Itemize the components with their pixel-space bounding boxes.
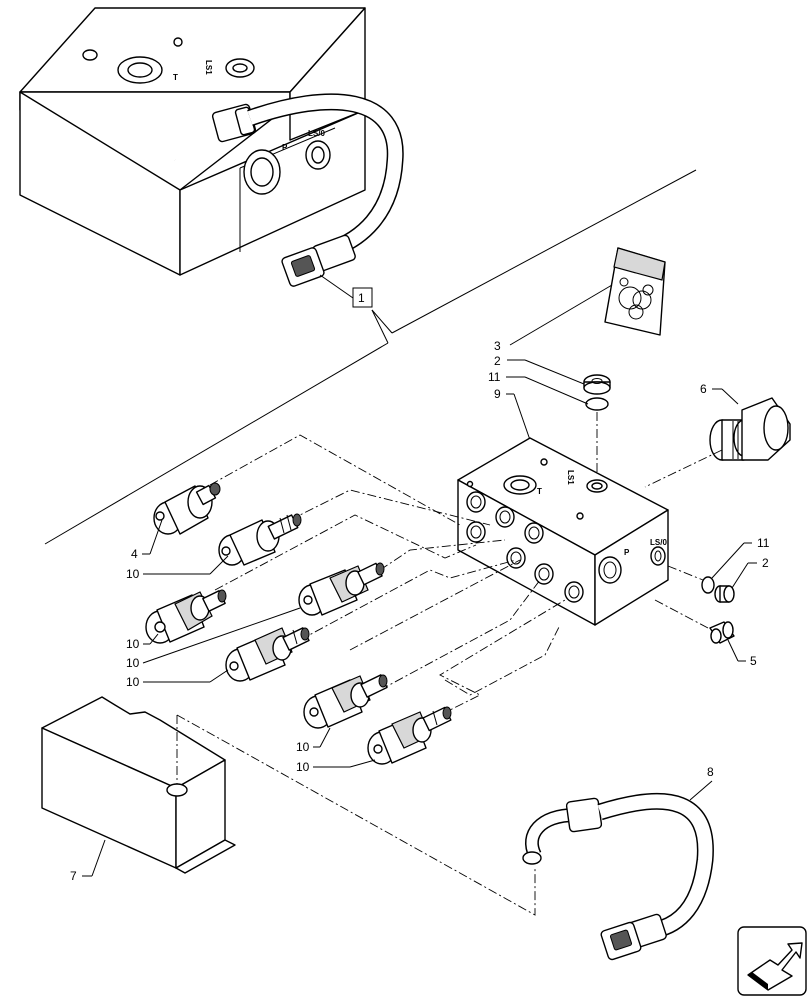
solenoid-valve-10d	[225, 627, 310, 682]
tank-port-ls1-label: LS1	[204, 60, 213, 75]
solenoid-valve-10a	[218, 513, 302, 566]
lower-hose	[522, 792, 714, 961]
tank-port-ls0-label: LS/0	[308, 129, 325, 138]
plug-side	[714, 585, 735, 603]
callout-10b[interactable]: 10	[126, 637, 140, 651]
callout-10f[interactable]: 10	[296, 760, 310, 774]
svg-text:1: 1	[358, 291, 365, 305]
callout-9[interactable]: 9	[494, 387, 501, 401]
next-page-arrow-icon[interactable]	[737, 926, 807, 996]
solenoid-valve-4	[153, 482, 221, 535]
seal-kit-bag	[604, 247, 666, 336]
upper-valve-body: T LS1 P LS/0	[19, 7, 366, 276]
cover	[41, 696, 236, 874]
main-valve-block: T LS1 P LS/0	[457, 437, 669, 626]
callout-2-side[interactable]: 2	[762, 556, 769, 570]
callout-4[interactable]: 4	[131, 547, 138, 561]
o-ring-top	[585, 397, 609, 411]
separator-line-lower	[44, 342, 389, 545]
callout-8[interactable]: 8	[707, 765, 714, 779]
callout-7[interactable]: 7	[70, 869, 77, 883]
o-ring-side	[701, 576, 715, 594]
separator-line-upper	[391, 169, 697, 334]
solenoid-valve-10b	[145, 589, 227, 644]
callout-10c[interactable]: 10	[126, 656, 140, 670]
callout-5[interactable]: 5	[750, 654, 757, 668]
solenoid-valve-10c	[298, 562, 385, 616]
callout-2-top[interactable]: 2	[494, 354, 501, 368]
upper-hose	[169, 93, 404, 287]
callout-10a[interactable]: 10	[126, 567, 140, 581]
relief-valve	[709, 397, 791, 461]
fitting	[709, 621, 735, 644]
callout-3[interactable]: 3	[494, 339, 501, 353]
callout-11-top[interactable]: 11	[488, 370, 501, 384]
solenoid-valve-10f	[367, 706, 452, 765]
tank-port-t-label: T	[173, 73, 178, 82]
block-port-ls1-label: LS1	[566, 470, 575, 485]
tank-port-p-label: P	[282, 143, 288, 152]
block-port-p-label: P	[624, 548, 630, 557]
callout-1[interactable]: 1	[319, 274, 373, 308]
callout-10d[interactable]: 10	[126, 675, 140, 689]
block-port-ls0-label: LS/0	[650, 538, 667, 547]
plug-top	[583, 374, 611, 395]
callout-10e[interactable]: 10	[296, 740, 310, 754]
callout-11-side[interactable]: 11	[757, 536, 770, 550]
solenoid-valve-10e	[303, 674, 388, 729]
block-port-t-label: T	[537, 487, 542, 496]
callout-6[interactable]: 6	[700, 382, 707, 396]
